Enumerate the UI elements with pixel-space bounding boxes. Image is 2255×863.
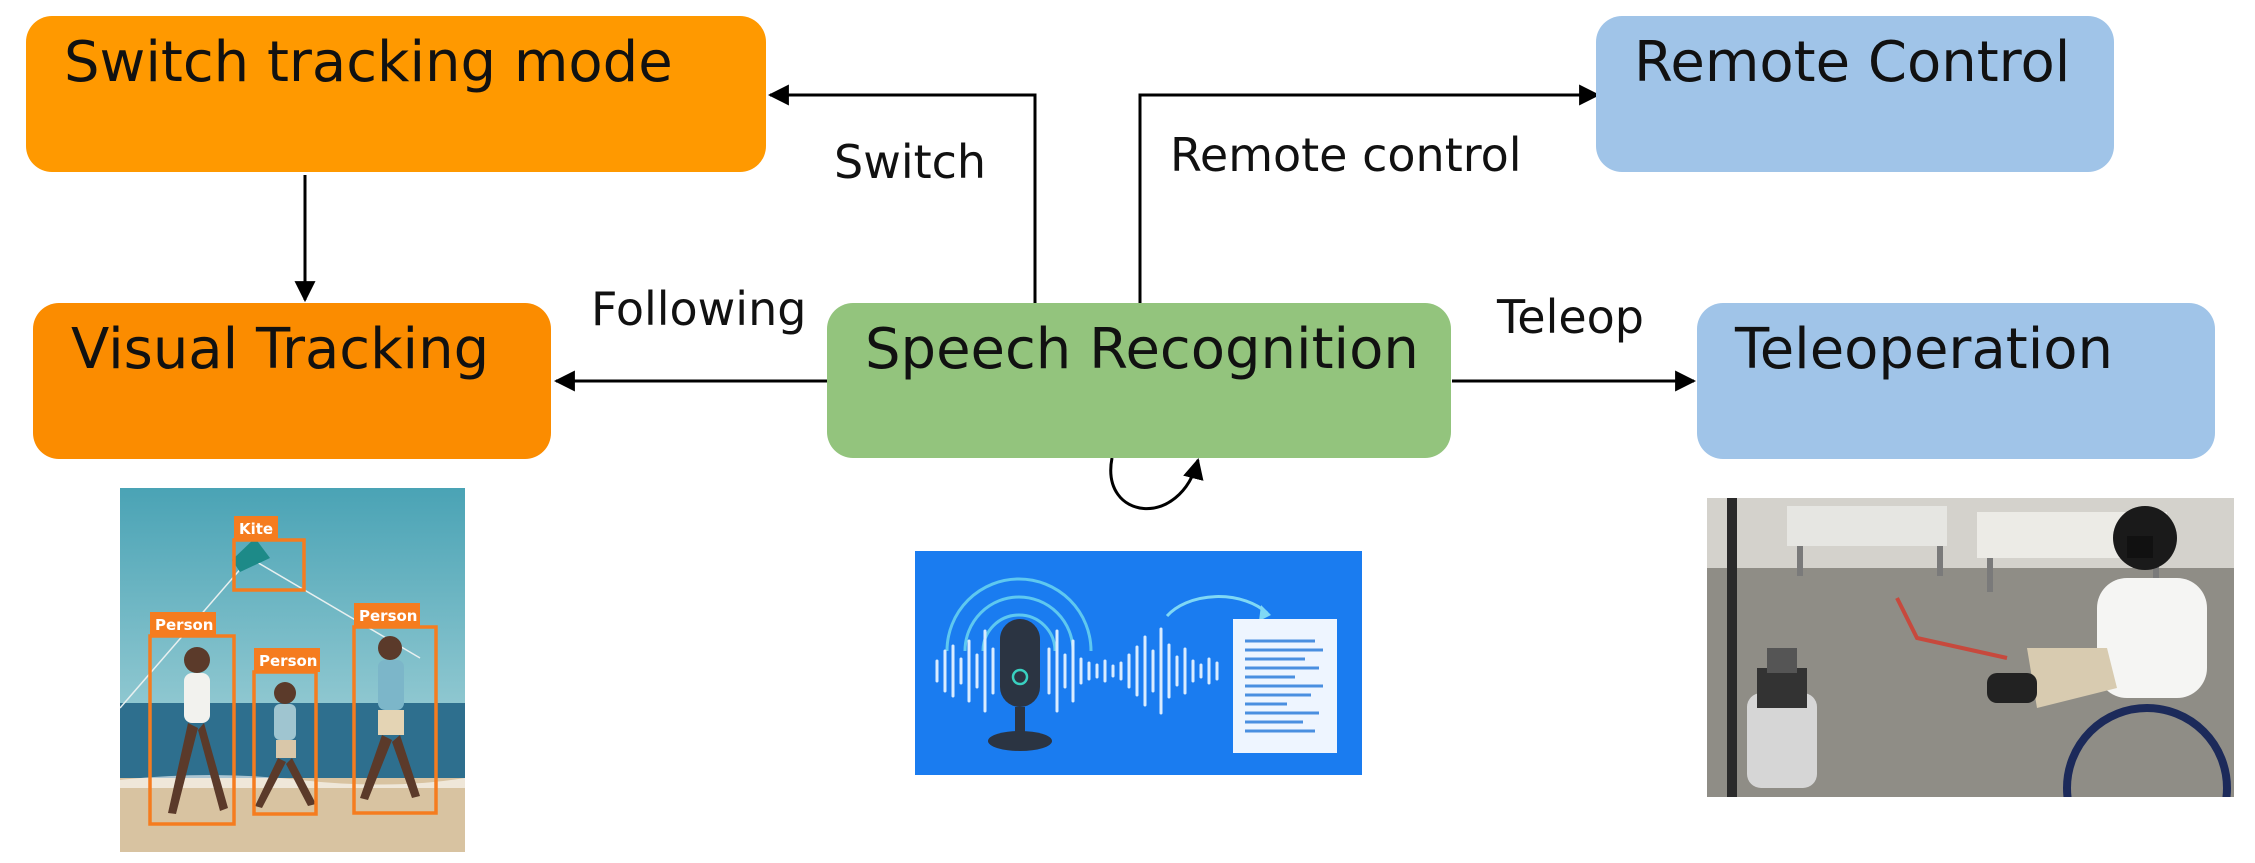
teleoperation-photo <box>1707 498 2234 797</box>
node-label: Teleoperation <box>1735 317 2114 382</box>
document-icon <box>1233 619 1337 753</box>
node-remote-control: Remote Control <box>1596 16 2114 172</box>
edge-label-teleop: Teleop <box>1497 290 1645 344</box>
detection-label-person: Person <box>359 607 417 625</box>
node-speech-recognition: Speech Recognition <box>827 303 1451 458</box>
node-label: Speech Recognition <box>865 317 1419 382</box>
robot-image <box>1747 648 1817 788</box>
edge-switch <box>767 84 1037 305</box>
person-in-wheelchair <box>1987 506 2231 797</box>
edge-label-remote: Remote control <box>1170 128 1522 182</box>
speech-illustration <box>915 551 1362 775</box>
edge-label-switch: Switch <box>834 135 987 189</box>
tracking-photo: Kite Person Person Person <box>120 488 465 852</box>
microphone-icon <box>988 619 1052 751</box>
node-label: Visual Tracking <box>71 317 490 382</box>
node-visual-tracking: Visual Tracking <box>33 303 551 459</box>
node-teleoperation: Teleoperation <box>1697 303 2215 459</box>
node-switch-tracking-mode: Switch tracking mode <box>26 16 766 172</box>
edge-self-loop <box>1109 457 1204 511</box>
edge-remote-control <box>1138 84 1601 305</box>
detection-label-person: Person <box>155 616 213 634</box>
detection-label-person: Person <box>259 652 317 670</box>
detection-label-kite: Kite <box>239 520 273 538</box>
edge-label-following: Following <box>591 282 807 336</box>
node-label: Remote Control <box>1634 30 2071 95</box>
node-label: Switch tracking mode <box>64 30 673 95</box>
